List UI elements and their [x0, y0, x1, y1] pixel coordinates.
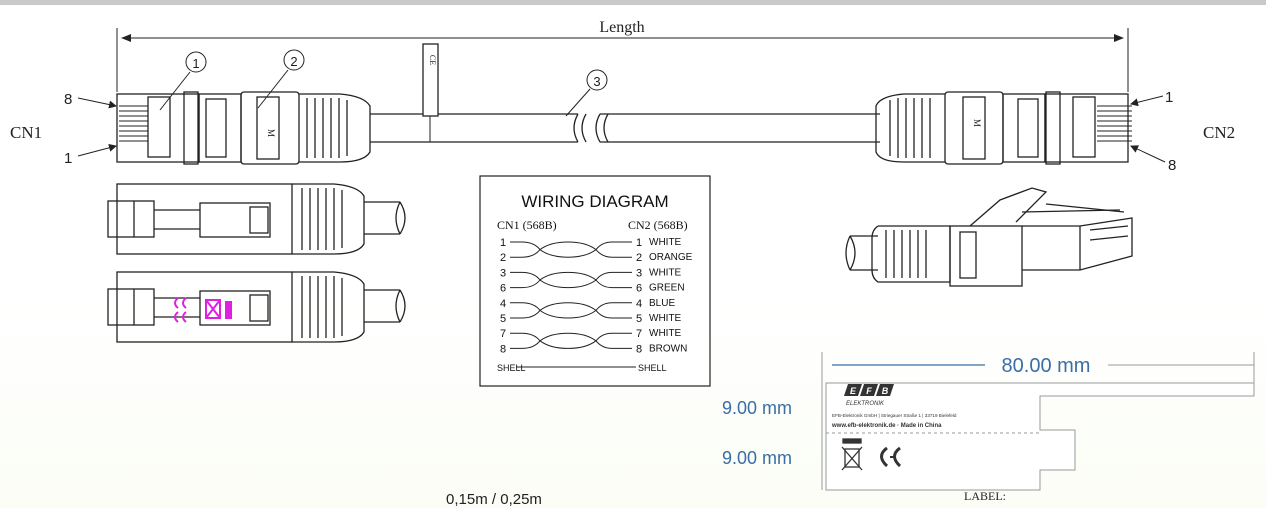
- label-caption: LABEL:: [964, 489, 1006, 503]
- top-border: [0, 0, 1266, 5]
- label-width: 80.00 mm: [1002, 355, 1091, 377]
- wire-right-pin: 3: [636, 267, 642, 279]
- svg-text:ELEKTRONIK: ELEKTRONIK: [846, 401, 885, 407]
- wire-left-pin: 3: [500, 267, 506, 279]
- wire-left-pin: 2: [500, 252, 506, 264]
- wire-right-pin: 6: [636, 283, 642, 295]
- cn1-connector: M: [116, 91, 371, 165]
- label-website: www.efb-elektronik.de · Made in China: [831, 423, 942, 429]
- svg-text:2: 2: [290, 54, 297, 69]
- efb-logo: E F B ELEKTRONIK: [844, 384, 894, 407]
- shell-left-label: SHELL: [497, 363, 526, 373]
- perspective-view: [845, 187, 1133, 287]
- wire-right-pin: 1: [636, 237, 642, 249]
- twisted-pair-wire: [510, 302, 632, 319]
- svg-text:CE: CE: [428, 55, 437, 65]
- svg-text:M: M: [972, 119, 982, 127]
- wiring-left-header: CN1 (568B): [497, 218, 557, 232]
- svg-text:E: E: [850, 386, 857, 396]
- label-height-bottom: 9.00 mm: [722, 448, 792, 468]
- cn2-connector: M: [875, 91, 1132, 165]
- wire-left-pin: 6: [500, 283, 506, 295]
- callout-2: 2: [257, 49, 305, 109]
- wire-left-pin: 1: [500, 237, 506, 249]
- cn2-pin-bottom: 8: [1168, 157, 1176, 174]
- twisted-pair-wire: [510, 271, 632, 289]
- svg-text:B: B: [882, 386, 889, 396]
- wire-left-pin: 4: [500, 298, 506, 310]
- wire-color-label: BLUE: [649, 298, 675, 309]
- cable: CE: [370, 43, 880, 143]
- wire-left-pin: 7: [500, 328, 506, 340]
- wiring-title: WIRING DIAGRAM: [521, 192, 668, 211]
- wire-color-label: GREEN: [649, 283, 685, 294]
- side-view-marked: [107, 271, 406, 343]
- cn1-label: CN1: [10, 123, 42, 142]
- svg-text:F: F: [866, 386, 872, 396]
- wire-right-pin: 5: [636, 313, 642, 325]
- cn1-pin-top: 8: [64, 91, 72, 108]
- cn1-pin-bottom: 1: [64, 150, 72, 167]
- twisted-pair-wire: [510, 241, 632, 258]
- wire-left-pin: 5: [500, 313, 506, 325]
- wire-color-label: WHITE: [649, 237, 682, 248]
- wire-color-label: WHITE: [649, 328, 682, 339]
- wire-left-pin: 8: [500, 343, 506, 355]
- cn2-label: CN2: [1203, 123, 1235, 142]
- twisted-pair-wire: [510, 332, 632, 349]
- wire-color-label: ORANGE: [649, 252, 693, 263]
- wiring-right-header: CN2 (568B): [628, 218, 688, 232]
- length-dimension: Length: [116, 19, 1129, 92]
- twisted-pair-wire: [510, 271, 632, 289]
- lengths-caption: 0,15m / 0,25m: [446, 491, 542, 508]
- wire-right-pin: 7: [636, 328, 642, 340]
- svg-text:3: 3: [593, 74, 600, 89]
- wire-color-label: BROWN: [649, 343, 687, 354]
- label-address: EFB-Elektronik GmbH | Striegauer Straße …: [832, 413, 957, 418]
- weee-icon: [841, 438, 863, 471]
- cn2-pin-top: 1: [1165, 89, 1173, 106]
- svg-text:M: M: [266, 129, 276, 137]
- label-spec: 80.00 mm 9.00 mm 9.00 mm E F B ELEKTRONI…: [722, 352, 1255, 503]
- wire-right-pin: 8: [636, 343, 642, 355]
- label-height-top: 9.00 mm: [722, 398, 792, 418]
- callout-3: 3: [565, 69, 608, 117]
- twisted-pair-wire: [510, 241, 632, 258]
- wire-right-pin: 4: [636, 298, 642, 310]
- wire-right-pin: 2: [636, 252, 642, 264]
- twisted-pair-wire: [510, 332, 632, 349]
- wire-color-label: WHITE: [649, 313, 682, 324]
- wire-color-label: WHITE: [649, 267, 682, 278]
- shell-right-label: SHELL: [638, 363, 667, 373]
- twisted-pair-wire: [510, 302, 632, 319]
- ce-mark: [880, 446, 902, 468]
- side-view-plain: [107, 183, 406, 255]
- callout-1: 1: [159, 51, 207, 111]
- length-label: Length: [599, 19, 644, 36]
- svg-text:1: 1: [192, 56, 199, 71]
